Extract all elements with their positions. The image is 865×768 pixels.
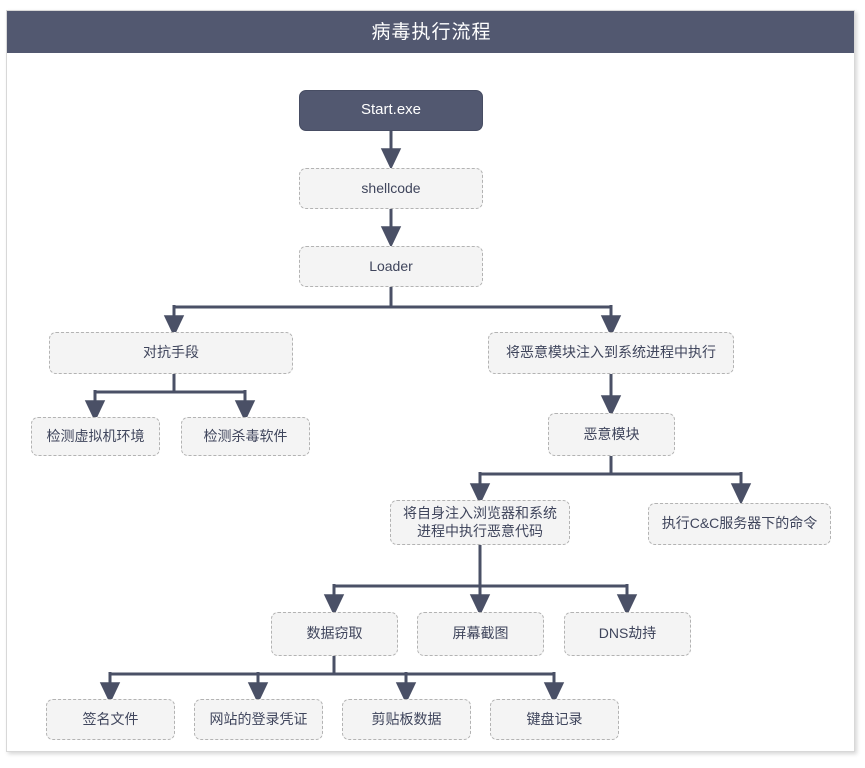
node-start-exe[interactable]: Start.exe: [299, 90, 483, 131]
node-inject-into-browser[interactable]: 将自身注入浏览器和系统 进程中执行恶意代码: [390, 500, 570, 545]
node-label: Start.exe: [360, 101, 422, 119]
node-loader[interactable]: Loader: [299, 246, 483, 287]
node-dns-hijack[interactable]: DNS劫持: [564, 612, 691, 656]
node-label: 剪贴板数据: [371, 710, 442, 727]
node-malicious-module[interactable]: 恶意模块: [548, 413, 675, 456]
node-label: 屏幕截图: [452, 625, 509, 642]
node-label: DNS劫持: [598, 625, 657, 642]
node-website-login-credentials[interactable]: 网站的登录凭证: [194, 699, 323, 740]
node-label: 将自身注入浏览器和系统 进程中执行恶意代码: [403, 505, 557, 539]
node-label: 检测虚拟机环境: [46, 427, 145, 444]
node-signature-file[interactable]: 签名文件: [46, 699, 175, 740]
node-detect-antivirus-software[interactable]: 检测杀毒软件: [181, 417, 310, 456]
flowchart-card: 病毒执行流程: [6, 10, 855, 752]
node-anti-defense[interactable]: 对抗手段: [49, 332, 293, 374]
node-label: 网站的登录凭证: [209, 710, 308, 727]
node-screenshot-capture[interactable]: 屏幕截图: [417, 612, 544, 656]
node-label: 数据窃取: [306, 625, 363, 642]
node-label: Loader: [369, 257, 413, 274]
node-data-theft[interactable]: 数据窃取: [271, 612, 398, 656]
node-label: 签名文件: [82, 710, 139, 727]
node-shellcode[interactable]: shellcode: [299, 168, 483, 209]
node-label: 键盘记录: [526, 710, 583, 727]
node-label: 检测杀毒软件: [203, 427, 288, 444]
node-label: 恶意模块: [583, 425, 640, 442]
titlebar: 病毒执行流程: [7, 11, 854, 53]
node-label: shellcode: [361, 179, 421, 196]
node-label: 对抗手段: [143, 344, 199, 361]
node-clipboard-data[interactable]: 剪贴板数据: [342, 699, 471, 740]
node-detect-vm-environment[interactable]: 检测虚拟机环境: [31, 417, 160, 456]
node-keyboard-logging[interactable]: 键盘记录: [490, 699, 619, 740]
node-label: 将恶意模块注入到系统进程中执行: [506, 344, 716, 361]
page-title: 病毒执行流程: [371, 21, 492, 43]
flowchart-canvas: Start.exe shellcode Loader 对抗手段 将恶意模块注入到…: [7, 53, 854, 751]
node-execute-cc-server-command[interactable]: 执行C&C服务器下的命令: [648, 503, 831, 545]
node-label: 执行C&C服务器下的命令: [661, 515, 818, 532]
node-inject-into-system-process[interactable]: 将恶意模块注入到系统进程中执行: [488, 332, 734, 374]
